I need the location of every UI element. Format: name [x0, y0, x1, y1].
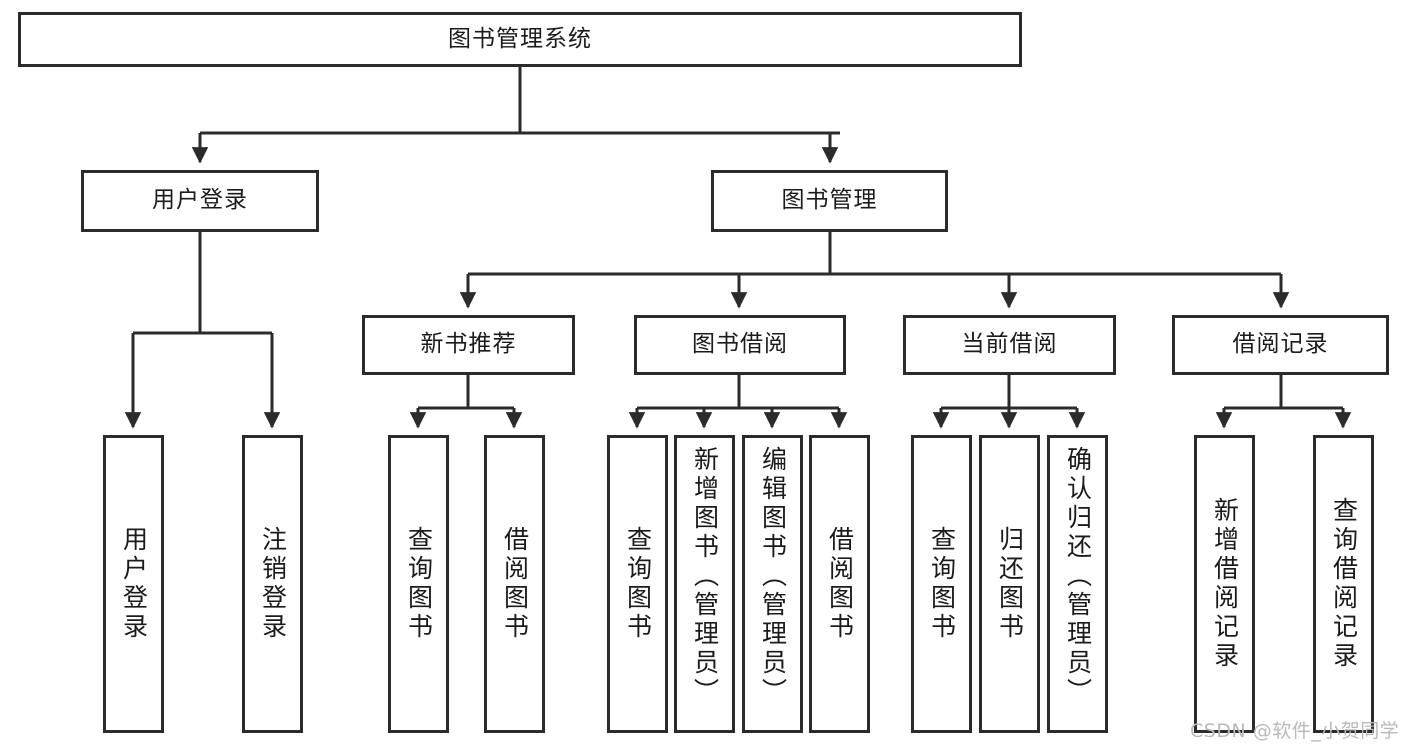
- node-leaf-add-book[interactable]: 新增图书（管理员）: [674, 435, 735, 733]
- node-leaf-logout[interactable]: 注销登录: [242, 435, 303, 733]
- node-root-label: 图书管理系统: [448, 25, 592, 52]
- node-leaf-query-book-3[interactable]: 查询图书: [911, 435, 972, 733]
- node-leaf-query-book-2-label: 查询图书: [623, 526, 653, 642]
- node-leaf-confirm-return[interactable]: 确认归还（管理员）: [1047, 435, 1108, 733]
- node-leaf-add-book-label: 新增图书（管理员）: [690, 446, 720, 707]
- node-root[interactable]: 图书管理系统: [18, 12, 1022, 67]
- node-current-borrow-label: 当前借阅: [961, 331, 1058, 358]
- node-leaf-borrow-book-1-label: 借阅图书: [500, 526, 530, 642]
- node-current-borrow[interactable]: 当前借阅: [903, 315, 1116, 375]
- node-leaf-borrow-book-1[interactable]: 借阅图书: [484, 435, 545, 733]
- node-leaf-edit-book[interactable]: 编辑图书（管理员）: [742, 435, 803, 733]
- node-leaf-add-record-label: 新增借阅记录: [1210, 497, 1240, 671]
- node-leaf-borrow-book-2-label: 借阅图书: [825, 526, 855, 642]
- node-leaf-return-book-label: 归还图书: [995, 526, 1025, 642]
- node-leaf-user-login-label: 用户登录: [119, 526, 149, 642]
- node-leaf-query-book-1-label: 查询图书: [404, 526, 434, 642]
- node-book-borrow-label: 图书借阅: [692, 331, 788, 358]
- node-leaf-confirm-return-label: 确认归还（管理员）: [1063, 446, 1093, 707]
- node-user-login-label: 用户登录: [152, 187, 248, 214]
- node-leaf-add-record[interactable]: 新增借阅记录: [1194, 435, 1255, 733]
- node-leaf-borrow-book-2[interactable]: 借阅图书: [809, 435, 870, 733]
- node-new-book-rec[interactable]: 新书推荐: [362, 315, 575, 375]
- node-leaf-query-book-2[interactable]: 查询图书: [607, 435, 668, 733]
- csdn-watermark: CSDN @软件_小贺同学: [1190, 720, 1400, 742]
- node-leaf-query-record-label: 查询借阅记录: [1329, 497, 1359, 671]
- node-new-book-rec-label: 新书推荐: [420, 331, 517, 358]
- node-borrow-record-label: 借阅记录: [1232, 331, 1329, 358]
- node-leaf-query-book-1[interactable]: 查询图书: [388, 435, 449, 733]
- node-leaf-query-record[interactable]: 查询借阅记录: [1313, 435, 1374, 733]
- node-leaf-edit-book-label: 编辑图书（管理员）: [758, 446, 788, 707]
- node-book-manage[interactable]: 图书管理: [711, 170, 948, 232]
- node-leaf-query-book-3-label: 查询图书: [927, 526, 957, 642]
- node-leaf-logout-label: 注销登录: [258, 526, 288, 642]
- node-leaf-user-login[interactable]: 用户登录: [103, 435, 164, 733]
- node-book-borrow[interactable]: 图书借阅: [634, 315, 846, 375]
- node-user-login[interactable]: 用户登录: [81, 170, 319, 232]
- node-borrow-record[interactable]: 借阅记录: [1172, 315, 1389, 375]
- node-leaf-return-book[interactable]: 归还图书: [979, 435, 1040, 733]
- node-book-manage-label: 图书管理: [781, 187, 878, 214]
